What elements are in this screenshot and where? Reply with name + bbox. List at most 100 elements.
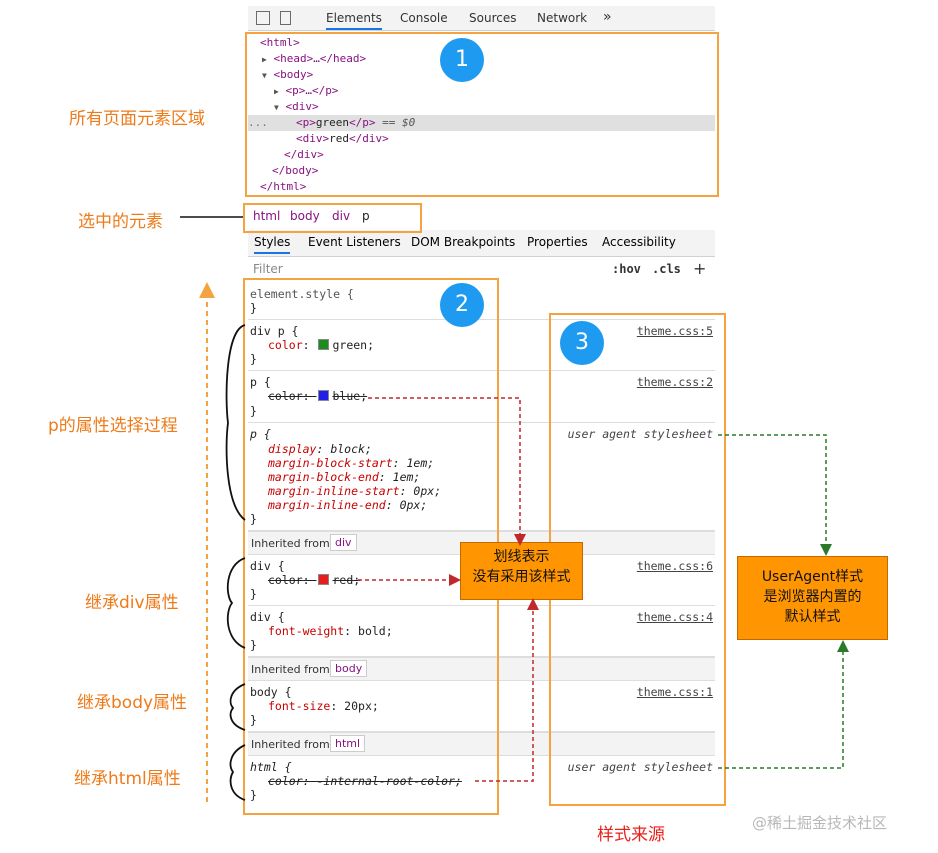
rule-close: } [250,713,257,727]
label-selected-element: 选中的元素 [78,212,163,232]
rule-close: } [250,512,257,526]
tree-line-div[interactable]: ▼ <div> [274,99,319,116]
inherited-label: Inherited from [251,738,330,751]
tree-line-div-close[interactable]: </div> [284,148,324,161]
tab-console[interactable]: Console [400,11,448,25]
tab-styles[interactable]: Styles [254,235,291,254]
rule-source-link[interactable]: theme.css:1 [636,685,713,699]
rule-close: } [250,301,257,315]
rule-declaration[interactable]: font-size: 20px; [268,699,379,713]
label-inherit-html: 继承html属性 [74,769,181,789]
tree-line-selected-p[interactable]: ... <p>green</p> == $0 [248,115,715,131]
rule-selector[interactable]: p { [250,375,271,389]
rule-selector[interactable]: body { [250,685,292,699]
rule-selector[interactable]: html { [250,760,292,774]
label-all-elements: 所有页面元素区域 [69,109,205,129]
inherited-label: Inherited from [251,537,330,550]
rule-declaration-overridden[interactable]: color: -internal-root-color; [268,774,462,788]
row-menu-dots[interactable]: ... [248,116,268,129]
filter-bar: Filter :hov .cls + [248,258,715,280]
breadcrumb-div[interactable]: div [332,209,351,223]
rule-selector[interactable]: div { [250,610,285,624]
breadcrumb-p[interactable]: p [362,209,370,223]
breadcrumb: html body div p [243,204,418,228]
breadcrumb-html[interactable]: html [253,209,281,223]
rule-selector[interactable]: div { [250,559,285,573]
rule-source-ua: user agent stylesheet [567,427,713,441]
rule-declaration-overridden[interactable]: color: blue; [268,389,368,403]
rule-selector[interactable]: element.style { [250,287,354,301]
tree-line-body-close[interactable]: </body> [272,164,319,177]
callout-line: 没有采用该样式 [472,569,571,585]
rule-source-link[interactable]: theme.css:6 [636,559,713,573]
callout-line: UserAgent样式 [761,569,864,585]
rule-close: } [250,788,257,802]
arrow-ua-html [718,640,849,769]
tree-line-p[interactable]: ▶ <p>…</p> [274,83,338,100]
device-toggle-icon[interactable] [280,11,291,25]
rule-body: body { theme.css:1 font-size: 20px; } [248,681,715,732]
inherited-label: Inherited from [251,663,330,676]
expand-arrow-icon[interactable]: ▶ [274,87,279,96]
highlight-box-breadcrumb [243,203,422,233]
rule-div-p: div p { theme.css:5 color: green; } [248,320,715,371]
color-swatch[interactable] [318,339,330,350]
rule-html-user-agent: html { user agent stylesheet color: -int… [248,756,715,802]
rule-selector[interactable]: div p { [250,324,299,338]
callout-line: 划线表示 [493,549,550,565]
inherited-tag-body[interactable]: body [330,660,368,677]
hov-button[interactable]: :hov [612,262,641,276]
tab-properties[interactable]: Properties [527,235,588,249]
callout-line: 是浏览器内置的 [763,589,862,605]
inherited-tag-html[interactable]: html [330,735,366,752]
tab-network[interactable]: Network [537,11,588,25]
badge-1: 1 [440,38,484,82]
rule-declaration[interactable]: color: green; [268,338,375,352]
rule-source-link[interactable]: theme.css:2 [636,375,713,389]
tree-line-body[interactable]: ▼ <body> [262,67,313,84]
filter-input[interactable]: Filter [253,262,283,276]
color-swatch[interactable] [318,390,330,401]
rule-source-link[interactable]: theme.css:5 [636,324,713,338]
tree-line-head[interactable]: ▶ <head>…</head> [262,51,366,68]
tree-line-html-close[interactable]: </html> [260,180,307,193]
rule-element-style: element.style { } [248,283,715,320]
styles-subtabs: Styles Event Listeners DOM Breakpoints P… [248,230,715,257]
rule-declaration[interactable]: display: block; [268,442,372,456]
watermark: @稀土掘金技术社区 [752,814,888,832]
new-rule-button[interactable]: + [693,259,707,278]
tree-body-label: <body> [273,68,314,81]
inspect-element-icon[interactable] [256,11,270,25]
expand-arrow-icon[interactable]: ▶ [262,55,267,64]
arrow-ua-p [718,434,832,556]
inherited-tag-div[interactable]: div [330,534,357,551]
tab-elements[interactable]: Elements [326,11,382,30]
tab-event-listeners[interactable]: Event Listeners [308,235,401,249]
dom-tree: <html> ▶ <head>…</head> ▼ <body> ▶ <p>…<… [248,32,715,194]
callout-ua-note: UserAgent样式 是浏览器内置的 默认样式 [737,556,888,640]
cls-button[interactable]: .cls [652,262,681,276]
rule-declaration[interactable]: font-weight: bold; [268,624,393,638]
collapse-arrow-icon[interactable]: ▼ [262,71,267,80]
tree-p-label: <p>…</p> [285,84,339,97]
rule-source-ua: user agent stylesheet [567,760,713,774]
rule-source-link[interactable]: theme.css:4 [636,610,713,624]
devtools-toolbar: Elements Console Sources Network » [248,6,715,31]
tree-line-div-red[interactable]: <div>red</div> [296,132,389,145]
selected-marker: == $0 [382,116,416,129]
callout-strike-note: 划线表示 没有采用该样式 [460,542,583,600]
tree-line-html-open[interactable]: <html> [260,36,300,49]
rule-selector[interactable]: p { [250,427,271,441]
tab-dom-breakpoints[interactable]: DOM Breakpoints [411,235,516,249]
tab-accessibility[interactable]: Accessibility [602,235,676,249]
color-swatch[interactable] [318,574,330,585]
more-tabs-button[interactable]: » [603,9,612,25]
collapse-arrow-icon[interactable]: ▼ [274,103,279,112]
tab-sources[interactable]: Sources [469,11,517,25]
callout-line: 默认样式 [784,609,841,625]
selected-p-content: <p>green</p> == $0 [296,116,416,129]
breadcrumb-body[interactable]: body [290,209,320,223]
highlight-box-dom-tree [245,32,719,197]
rule-declaration-overridden[interactable]: color: red; [268,573,361,587]
label-p-process: p的属性选择过程 [48,416,178,436]
